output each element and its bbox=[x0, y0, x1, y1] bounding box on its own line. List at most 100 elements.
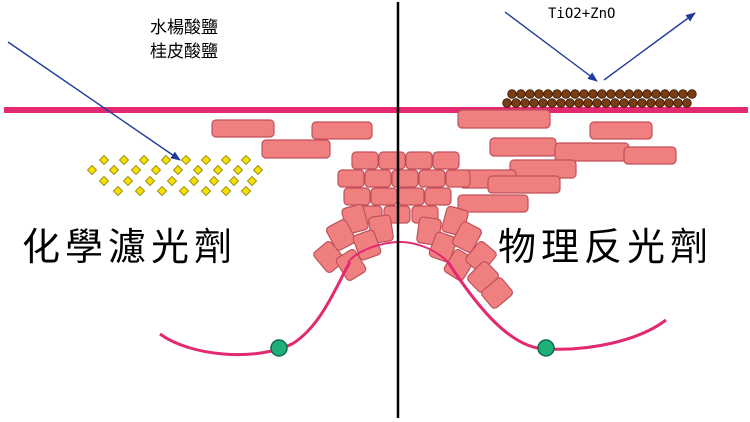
skin-cell bbox=[481, 277, 513, 309]
chemical-particle bbox=[160, 154, 172, 166]
chemical-particle bbox=[156, 185, 168, 197]
skin-cell bbox=[418, 169, 446, 188]
mineral-particle bbox=[588, 89, 598, 99]
chemical-particle bbox=[86, 164, 98, 176]
skin-cell bbox=[313, 241, 345, 273]
chemical-particle bbox=[240, 185, 252, 197]
mineral-particle bbox=[502, 98, 512, 108]
skin-cell bbox=[343, 187, 371, 206]
chemical-particle bbox=[228, 175, 240, 187]
skin-cell bbox=[487, 175, 561, 194]
skin-cell bbox=[325, 219, 357, 251]
uv-ray-incoming-arrow bbox=[504, 11, 598, 82]
mineral-particle bbox=[511, 98, 521, 108]
chemical-particle bbox=[212, 164, 224, 176]
chemical-particle bbox=[138, 154, 150, 166]
chemical-particle bbox=[188, 175, 200, 187]
chemical-particle bbox=[144, 175, 156, 187]
skin-cell bbox=[457, 109, 551, 129]
chemical-particle bbox=[150, 164, 162, 176]
chemical-absorber-particles bbox=[86, 154, 264, 197]
mineral-particle bbox=[583, 98, 593, 108]
chemical-particle bbox=[130, 164, 142, 176]
mineral-particle bbox=[682, 98, 692, 108]
chemical-particle bbox=[118, 154, 130, 166]
chemical-particle bbox=[220, 185, 232, 197]
chemical-particle bbox=[98, 175, 110, 187]
chemical-particle bbox=[220, 154, 232, 166]
skin-cell bbox=[211, 119, 275, 138]
mineral-particle bbox=[606, 89, 616, 99]
mineral-particle bbox=[673, 98, 683, 108]
skin-cell bbox=[311, 121, 373, 140]
left-marker-dot bbox=[270, 339, 288, 357]
mineral-particle bbox=[687, 89, 697, 99]
skin-cell bbox=[378, 151, 406, 170]
skin-cell bbox=[445, 169, 471, 188]
chemical-particle bbox=[200, 185, 212, 197]
skin-cell bbox=[351, 151, 379, 170]
right-marker-dot bbox=[537, 339, 555, 357]
skin-cell bbox=[391, 169, 419, 188]
mineral-particle bbox=[651, 89, 661, 99]
mineral-particle bbox=[552, 89, 562, 99]
left-skin-curve bbox=[159, 261, 352, 357]
mineral-particle bbox=[664, 98, 674, 108]
uv-ray-reflected-arrow bbox=[603, 12, 696, 81]
cinnamate-label: 桂皮酸鹽 bbox=[150, 42, 218, 62]
mineral-particle bbox=[637, 98, 647, 108]
mineral-particle bbox=[655, 98, 665, 108]
physical-ingredient-label: TiO2+ZnO bbox=[548, 6, 616, 22]
mineral-particle bbox=[660, 89, 670, 99]
skin-cell bbox=[432, 151, 460, 170]
mineral-particle bbox=[538, 98, 548, 108]
mineral-particle bbox=[547, 98, 557, 108]
skin-cells bbox=[211, 109, 677, 309]
chemical-particle bbox=[178, 185, 190, 197]
mineral-particle bbox=[579, 89, 589, 99]
mineral-particle bbox=[633, 89, 643, 99]
skin-cell bbox=[589, 121, 653, 140]
mineral-particle bbox=[520, 98, 530, 108]
arch-curve bbox=[347, 240, 449, 263]
mineral-particle bbox=[642, 89, 652, 99]
skin-cell bbox=[424, 187, 452, 206]
skin-cell bbox=[457, 194, 529, 213]
skin-cell bbox=[397, 187, 425, 206]
chemical-particle bbox=[192, 164, 204, 176]
chemical-particle bbox=[112, 185, 124, 197]
chemical-particle bbox=[98, 154, 110, 166]
chemical-filter-title: 化學濾光劑 bbox=[22, 225, 238, 269]
mineral-particle bbox=[646, 98, 656, 108]
mineral-particle bbox=[615, 89, 625, 99]
chemical-particle bbox=[252, 164, 264, 176]
mineral-particle bbox=[570, 89, 580, 99]
skin-cell bbox=[364, 169, 392, 188]
mineral-particle bbox=[597, 89, 607, 99]
physical-filter-title: 物理反光劑 bbox=[498, 225, 714, 269]
skin-cell bbox=[554, 142, 630, 162]
mineral-particle bbox=[624, 89, 634, 99]
skin-cell bbox=[623, 146, 677, 165]
mineral-particle bbox=[601, 98, 611, 108]
skin-cell bbox=[337, 169, 365, 188]
mineral-particle bbox=[561, 89, 571, 99]
mineral-particle bbox=[610, 98, 620, 108]
skin-cell bbox=[370, 187, 398, 206]
chemical-particle bbox=[108, 164, 120, 176]
skin-cell bbox=[509, 159, 577, 179]
skin-cell bbox=[261, 139, 331, 159]
chemical-particle bbox=[240, 154, 252, 166]
mineral-particle bbox=[619, 98, 629, 108]
mineral-particle-layer bbox=[502, 89, 697, 108]
mineral-particle bbox=[565, 98, 575, 108]
mineral-particle bbox=[592, 98, 602, 108]
chemical-particle bbox=[122, 175, 134, 187]
mineral-particle bbox=[507, 89, 517, 99]
mineral-particle bbox=[556, 98, 566, 108]
mineral-particle bbox=[529, 98, 539, 108]
chemical-particle bbox=[166, 175, 178, 187]
skin-cell bbox=[405, 151, 433, 170]
chemical-particle bbox=[200, 154, 212, 166]
